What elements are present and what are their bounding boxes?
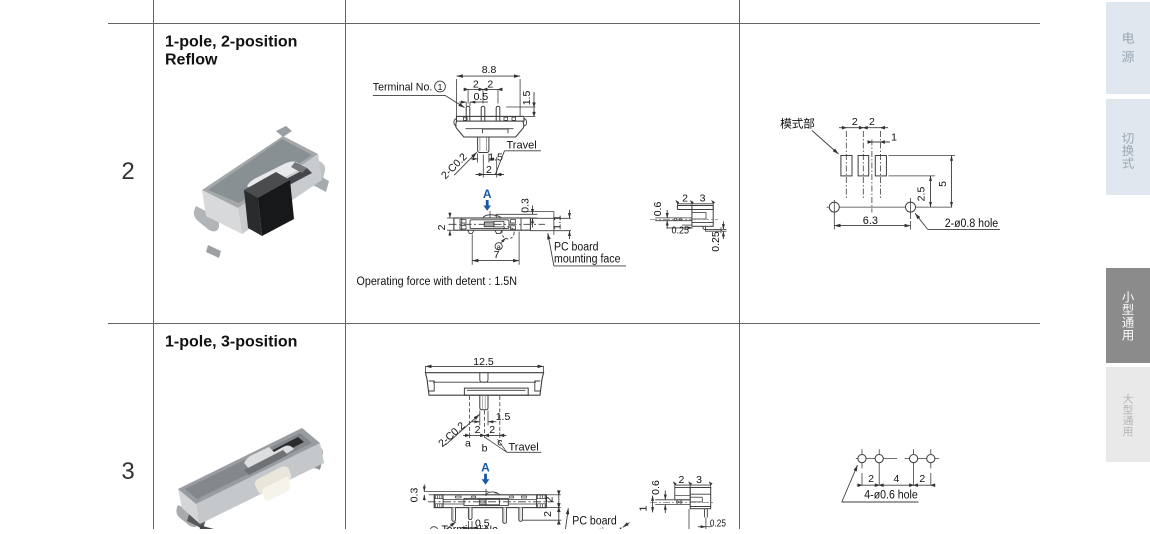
svg-text:PC board: PC board xyxy=(572,515,617,527)
svg-text:2.5: 2.5 xyxy=(915,187,927,202)
svg-text:2: 2 xyxy=(486,164,492,176)
svg-text:Travel: Travel xyxy=(507,139,537,151)
svg-text:2: 2 xyxy=(542,511,554,517)
svg-text:2: 2 xyxy=(678,474,684,486)
svg-text:1: 1 xyxy=(638,506,650,512)
svg-text:Terminal No.: Terminal No. xyxy=(373,82,433,94)
svg-text:Travel: Travel xyxy=(509,441,539,453)
svg-text:A: A xyxy=(481,461,490,475)
svg-text:2: 2 xyxy=(869,116,875,128)
svg-text:Operating force with detent :: Operating force with detent : 1.5N xyxy=(357,274,518,288)
svg-text:2: 2 xyxy=(121,158,134,185)
svg-text:2: 2 xyxy=(487,79,493,91)
svg-text:8.8: 8.8 xyxy=(482,64,497,76)
svg-text:6.3: 6.3 xyxy=(863,215,878,227)
svg-text:2: 2 xyxy=(543,496,555,502)
svg-text:0.25: 0.25 xyxy=(672,225,690,237)
svg-text:PC board: PC board xyxy=(554,242,599,254)
svg-text:3: 3 xyxy=(121,458,134,485)
svg-text:2: 2 xyxy=(919,473,925,485)
svg-text:2: 2 xyxy=(489,424,495,436)
svg-text:mounting face: mounting face xyxy=(554,254,621,266)
svg-text:2-ø0.8 hole: 2-ø0.8 hole xyxy=(945,218,999,230)
svg-text:3: 3 xyxy=(700,192,706,204)
svg-text:2: 2 xyxy=(436,224,448,230)
svg-text:1-pole, 3-position: 1-pole, 3-position xyxy=(165,334,297,351)
svg-text:0.3: 0.3 xyxy=(409,488,421,503)
svg-text:0.5: 0.5 xyxy=(474,91,489,103)
svg-text:A: A xyxy=(483,187,492,201)
svg-text:0.6: 0.6 xyxy=(650,480,662,495)
svg-text:2-C0.2: 2-C0.2 xyxy=(436,420,468,450)
svg-text:0.6: 0.6 xyxy=(652,202,664,217)
svg-text:4: 4 xyxy=(893,473,899,485)
svg-text:1.5: 1.5 xyxy=(496,411,511,423)
svg-text:0.25: 0.25 xyxy=(710,231,722,252)
svg-text:5: 5 xyxy=(937,181,949,187)
svg-text:4-ø0.6 hole: 4-ø0.6 hole xyxy=(864,489,918,501)
svg-text:2: 2 xyxy=(852,116,858,128)
svg-text:1-pole, 2-position: 1-pole, 2-position xyxy=(165,34,297,51)
svg-text:a: a xyxy=(497,242,502,251)
svg-text:1: 1 xyxy=(891,132,897,144)
svg-text:2: 2 xyxy=(473,79,479,91)
svg-text:1.5: 1.5 xyxy=(488,152,503,164)
svg-text:1: 1 xyxy=(438,82,443,92)
svg-text:1.1: 1.1 xyxy=(552,215,564,230)
svg-text:0.5: 0.5 xyxy=(475,517,490,529)
svg-text:0.3: 0.3 xyxy=(519,198,531,213)
svg-text:7: 7 xyxy=(494,249,500,261)
svg-text:2: 2 xyxy=(475,424,481,436)
svg-text:1.5: 1.5 xyxy=(521,91,533,106)
svg-text:2: 2 xyxy=(868,473,874,485)
svg-text:3: 3 xyxy=(696,474,702,486)
svg-text:b: b xyxy=(482,443,488,455)
svg-text:2-C0.2: 2-C0.2 xyxy=(439,151,470,182)
svg-text:0.25: 0.25 xyxy=(710,518,726,530)
svg-text:a: a xyxy=(465,438,471,450)
svg-text:2: 2 xyxy=(682,192,688,204)
svg-text:Reflow: Reflow xyxy=(165,52,218,69)
